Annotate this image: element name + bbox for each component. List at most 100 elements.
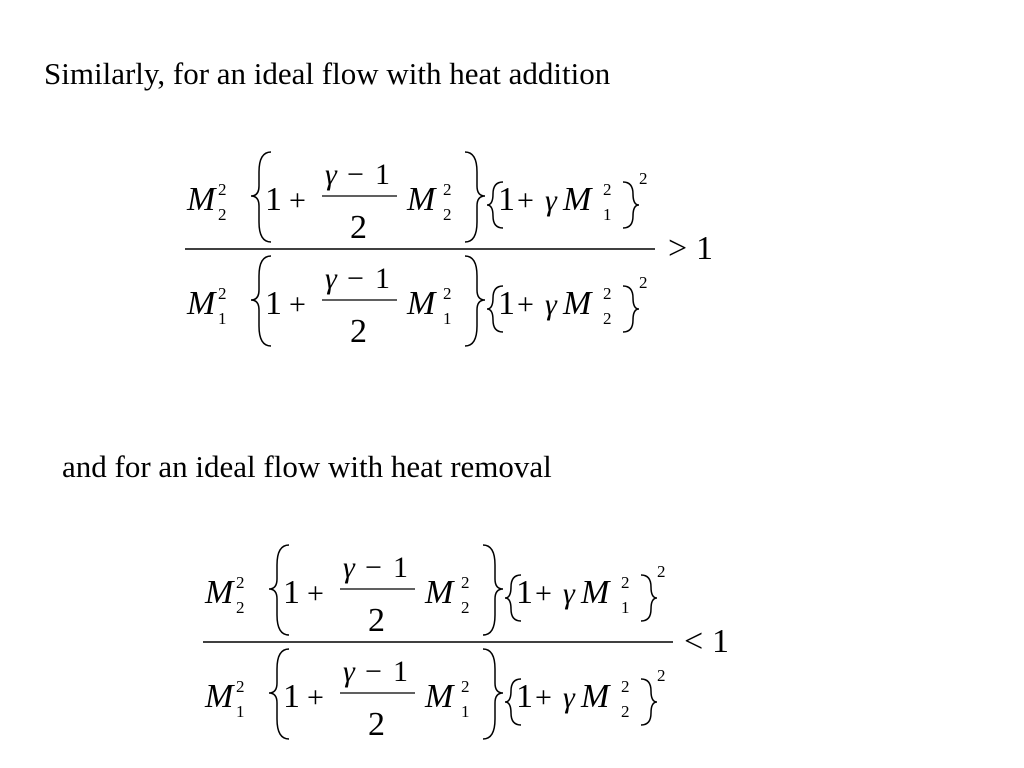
exponent: 2 bbox=[461, 573, 470, 592]
minus-sign: − bbox=[347, 158, 364, 191]
one: 1 bbox=[498, 285, 515, 322]
one: 1 bbox=[265, 181, 282, 218]
left-brace bbox=[268, 648, 290, 740]
gamma-symbol: γ bbox=[343, 551, 356, 584]
exponent: 2 bbox=[443, 284, 452, 303]
right-brace bbox=[482, 544, 504, 636]
caption-heat-removal: and for an ideal flow with heat removal bbox=[62, 449, 552, 484]
one: 1 bbox=[375, 158, 390, 191]
subscript: 1 bbox=[443, 309, 452, 328]
two: 2 bbox=[350, 313, 367, 350]
gamma-symbol: γ bbox=[343, 655, 356, 688]
exponent: 2 bbox=[218, 284, 227, 303]
one: 1 bbox=[516, 574, 533, 611]
gamma-symbol: γ bbox=[545, 288, 558, 321]
one: 1 bbox=[393, 551, 408, 584]
outer-exponent: 2 bbox=[639, 169, 648, 188]
subscript: 2 bbox=[461, 598, 470, 617]
m-symbol: M bbox=[204, 574, 235, 611]
m-symbol: M bbox=[580, 678, 611, 715]
subscript: 1 bbox=[461, 702, 470, 721]
minus-sign: − bbox=[347, 262, 364, 295]
one: 1 bbox=[283, 574, 300, 611]
exponent: 2 bbox=[236, 573, 245, 592]
plus-sign: + bbox=[307, 681, 324, 714]
left-brace bbox=[486, 285, 504, 333]
plus-sign: + bbox=[289, 288, 306, 321]
subscript: 2 bbox=[236, 598, 245, 617]
subscript: 1 bbox=[621, 598, 630, 617]
m-symbol: M bbox=[186, 285, 217, 322]
rhs-value: 1 bbox=[696, 230, 713, 267]
outer-exponent: 2 bbox=[657, 562, 666, 581]
plus-sign: + bbox=[535, 577, 552, 610]
minus-sign: − bbox=[365, 551, 382, 584]
right-brace bbox=[482, 648, 504, 740]
one: 1 bbox=[283, 678, 300, 715]
exponent: 2 bbox=[443, 180, 452, 199]
caption-heat-addition: Similarly, for an ideal flow with heat a… bbox=[44, 56, 611, 91]
one: 1 bbox=[498, 181, 515, 218]
plus-sign: + bbox=[517, 288, 534, 321]
gamma-symbol: γ bbox=[563, 577, 576, 610]
relation-sign: < bbox=[684, 623, 703, 660]
exponent: 2 bbox=[218, 180, 227, 199]
right-brace bbox=[622, 181, 640, 229]
plus-sign: + bbox=[307, 577, 324, 610]
exponent: 2 bbox=[461, 677, 470, 696]
gamma-symbol: γ bbox=[325, 158, 338, 191]
relation-sign: > bbox=[668, 230, 687, 267]
right-brace bbox=[640, 678, 658, 726]
exponent: 2 bbox=[621, 677, 630, 696]
right-brace bbox=[464, 255, 486, 347]
left-brace bbox=[250, 255, 272, 347]
rhs-value: 1 bbox=[712, 623, 729, 660]
m-symbol: M bbox=[424, 574, 455, 611]
subscript: 1 bbox=[218, 309, 227, 328]
gamma-symbol: γ bbox=[545, 184, 558, 217]
one: 1 bbox=[516, 678, 533, 715]
one: 1 bbox=[265, 285, 282, 322]
numerator: M 2 2 1 + γ − 1 2 M 2 2 1 + γ M 2 bbox=[204, 544, 666, 639]
m-symbol: M bbox=[562, 181, 593, 218]
denominator: M 2 1 1 + γ − 1 2 M 2 1 1 + γ M 2 bbox=[204, 648, 666, 743]
left-brace bbox=[268, 544, 290, 636]
m-symbol: M bbox=[406, 181, 437, 218]
gamma-symbol: γ bbox=[325, 262, 338, 295]
minus-sign: − bbox=[365, 655, 382, 688]
one: 1 bbox=[393, 655, 408, 688]
numerator: M 2 2 1 + γ − 1 2 M 2 2 1 + γ M 2 bbox=[186, 151, 648, 246]
right-brace bbox=[622, 285, 640, 333]
outer-exponent: 2 bbox=[657, 666, 666, 685]
plus-sign: + bbox=[535, 681, 552, 714]
subscript: 1 bbox=[603, 205, 612, 224]
subscript: 2 bbox=[443, 205, 452, 224]
left-brace bbox=[504, 574, 522, 622]
two: 2 bbox=[368, 706, 385, 743]
two: 2 bbox=[368, 602, 385, 639]
exponent: 2 bbox=[236, 677, 245, 696]
m-symbol: M bbox=[186, 181, 217, 218]
exponent: 2 bbox=[603, 284, 612, 303]
left-brace bbox=[250, 151, 272, 243]
outer-exponent: 2 bbox=[639, 273, 648, 292]
right-brace bbox=[640, 574, 658, 622]
subscript: 2 bbox=[603, 309, 612, 328]
plus-sign: + bbox=[517, 184, 534, 217]
gamma-symbol: γ bbox=[563, 681, 576, 714]
m-symbol: M bbox=[204, 678, 235, 715]
exponent: 2 bbox=[621, 573, 630, 592]
exponent: 2 bbox=[603, 180, 612, 199]
two: 2 bbox=[350, 209, 367, 246]
m-symbol: M bbox=[406, 285, 437, 322]
m-symbol: M bbox=[562, 285, 593, 322]
subscript: 2 bbox=[621, 702, 630, 721]
m-symbol: M bbox=[580, 574, 611, 611]
left-brace bbox=[504, 678, 522, 726]
denominator: M 2 1 1 + γ − 1 2 M 2 1 1 + γ M 2 bbox=[186, 255, 648, 350]
subscript: 1 bbox=[236, 702, 245, 721]
right-brace bbox=[464, 151, 486, 243]
